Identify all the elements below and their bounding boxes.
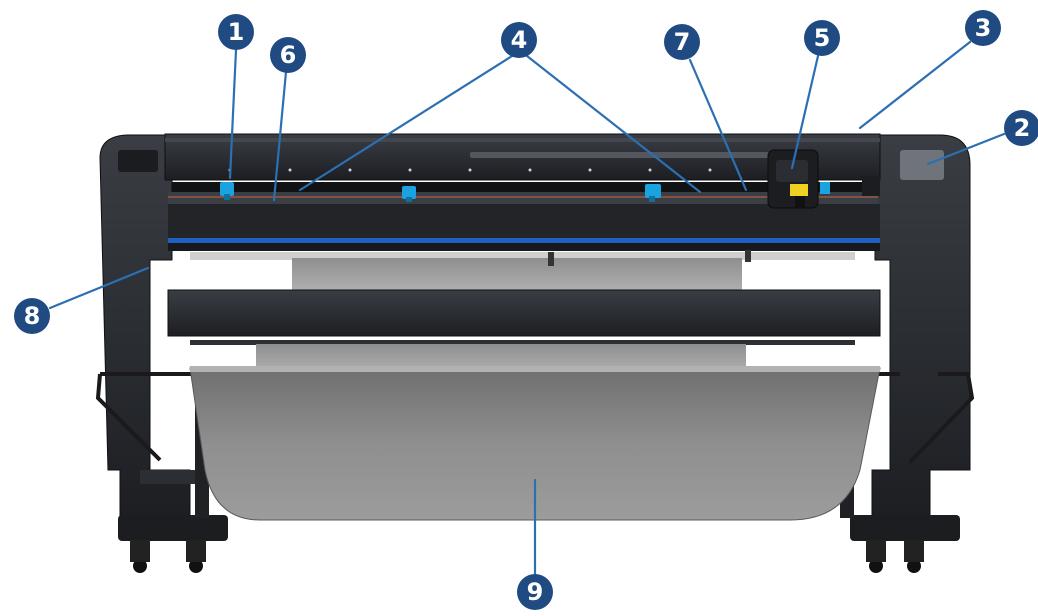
rail-markings — [228, 168, 712, 172]
callout-label-7: 7 — [674, 28, 691, 56]
lower-crossbar — [167, 289, 881, 372]
blue-strip — [168, 238, 880, 243]
leader-line-7 — [688, 58, 748, 192]
leader-line-1 — [228, 48, 238, 180]
callout-label-3: 3 — [975, 14, 992, 42]
callout-label-8: 8 — [24, 302, 41, 330]
callout-marker-3: 3 — [965, 10, 1001, 46]
callout-label-4: 4 — [511, 26, 528, 54]
callout-marker-2: 2 — [1004, 110, 1038, 146]
media-roll — [190, 250, 855, 292]
callout-marker-1: 1 — [218, 14, 254, 50]
callout-marker-9: 9 — [517, 574, 553, 610]
leader-line-6 — [272, 70, 288, 202]
callout-marker-7: 7 — [664, 24, 700, 60]
media-basket — [189, 367, 881, 521]
warning-label — [790, 184, 808, 196]
pinch-rollers — [220, 182, 661, 202]
pinch-roller-middle — [402, 186, 416, 202]
callout-marker-6: 6 — [270, 37, 306, 73]
callout-label-6: 6 — [280, 41, 297, 69]
cutting-strip — [168, 196, 878, 198]
top-beam — [164, 133, 881, 251]
callout-label-5: 5 — [814, 24, 831, 52]
control-panel — [900, 150, 944, 180]
callout-label-2: 2 — [1014, 114, 1031, 142]
cutting-head — [767, 149, 880, 209]
leader-line-3 — [858, 40, 972, 130]
callout-marker-8: 8 — [14, 298, 50, 334]
callout-marker-5: 5 — [804, 20, 840, 56]
leader-lines — [48, 40, 1006, 580]
pinch-roller-left — [220, 182, 234, 200]
pinch-roller-right — [645, 184, 661, 202]
leader-line-8 — [48, 266, 150, 310]
leader-line-5 — [790, 54, 820, 170]
callout-marker-4: 4 — [501, 22, 537, 58]
leader-line-4b — [525, 54, 702, 194]
leader-line-4a — [298, 54, 514, 192]
leader-line-2 — [926, 132, 1006, 166]
callout-label-1: 1 — [228, 18, 245, 46]
callout-label-9: 9 — [527, 578, 544, 606]
basket-top-edge — [190, 366, 880, 372]
